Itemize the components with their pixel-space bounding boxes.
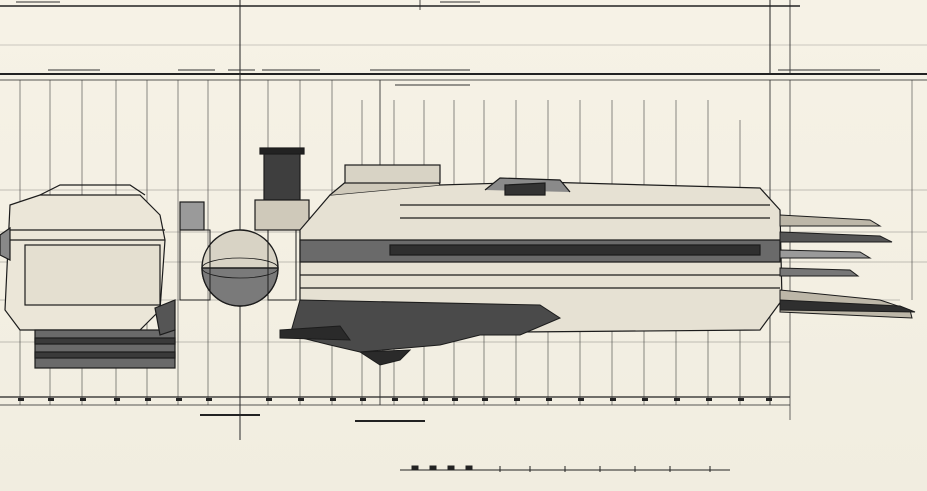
main-hull (299, 164, 783, 333)
scale-bar (400, 465, 730, 472)
rear-engine-block (0, 184, 176, 369)
border-rules (0, 0, 927, 406)
forward-prongs (779, 214, 916, 319)
sphere-module (179, 229, 297, 307)
header-annotations (16, 1, 880, 86)
station-markers (18, 398, 772, 422)
dorsal-tower (179, 147, 310, 231)
ventral-hull (279, 299, 562, 366)
